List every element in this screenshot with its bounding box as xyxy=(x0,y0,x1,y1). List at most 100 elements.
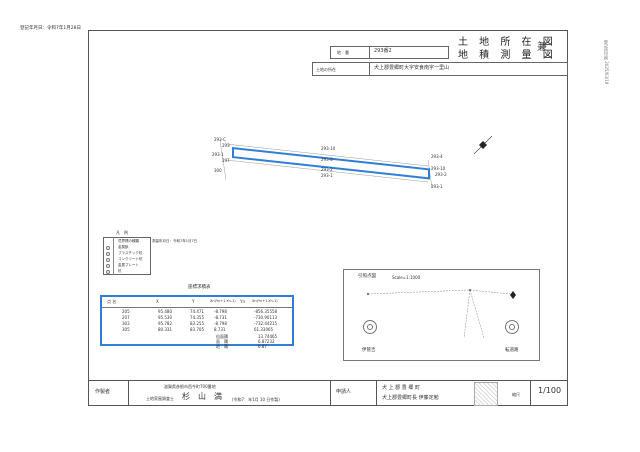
legend-header: 境界標の種類 xyxy=(118,239,139,243)
applicant-label: 申請人 xyxy=(336,389,352,395)
reference-lines-drawing xyxy=(367,289,511,339)
author-date: (令和7 年1月 10 日作製) xyxy=(232,397,280,402)
coords-cell: 95.530 xyxy=(158,315,172,320)
applicant-line2: 犬上郡豊郷町長 伊藤定勉 xyxy=(382,395,439,401)
plan-label: 297 xyxy=(222,158,230,163)
coords-cell: 303 xyxy=(122,321,130,326)
coords-cell: 205 xyxy=(122,309,130,314)
reference-diagram-frame xyxy=(343,269,540,361)
reference-marker-left-icon xyxy=(363,320,377,334)
marker-plastic-icon xyxy=(106,252,110,256)
title-line1: 土 地 所 在 図 xyxy=(458,37,557,48)
footer-divider-3 xyxy=(376,380,377,406)
legend-item: 杭 xyxy=(118,269,122,273)
survey-sheet xyxy=(88,30,568,406)
summary-label: 面 積 xyxy=(216,339,228,344)
info-location-value-cell xyxy=(369,62,568,76)
coords-header: Yn xyxy=(240,299,245,304)
coords-header-row: 点 名 X Y Xn(Yn+1-Yn-1) Yn Xn(Yn+1-Yn-1) xyxy=(102,297,292,307)
marker-concrete-icon xyxy=(106,258,110,262)
table-row: 305 80.331 83.705 8.731 61.33065 xyxy=(102,327,292,332)
lot-plan-drawing xyxy=(219,139,433,189)
info-location-value: 犬上郡豊郷町大字安食南字一里山 xyxy=(374,65,450,71)
summary-value: 6.87232 xyxy=(258,339,275,344)
coords-cell: 74.471 xyxy=(190,309,204,314)
reference-label-left: 伊管吉 xyxy=(362,348,376,353)
table-row: 303 95.782 83.255 -8.798 -732.44215 xyxy=(102,321,292,326)
table-row: 207 95.530 74.355 -8.731 -730.90113 xyxy=(102,315,292,320)
author-role: 土地家屋調査士 xyxy=(146,396,174,401)
info-lot-label-cell xyxy=(330,46,370,59)
reference-scale: Scale=1:1000 xyxy=(392,275,421,280)
info-lot-label: 地 番 xyxy=(337,50,349,55)
legend-table xyxy=(103,237,151,275)
legend-item: プラスチック杭 xyxy=(118,251,143,255)
footer-divider-2 xyxy=(330,380,331,406)
info-location-label: 土地の所在 xyxy=(316,67,336,72)
coords-header: Xn(Yn+1-Yn-1) xyxy=(210,299,236,303)
coords-title: 座標求積表 xyxy=(188,285,211,290)
north-arrow-small-icon xyxy=(510,291,516,299)
legend-title: 凡 例 xyxy=(116,230,128,235)
plan-label: 293-1 xyxy=(321,173,333,178)
coords-cell: 83.255 xyxy=(190,321,204,326)
title-combined: 兼 xyxy=(537,42,547,53)
coords-header: X xyxy=(156,299,159,304)
coords-cell: -732.44215 xyxy=(254,321,278,326)
registration-date: 登記年月日：令和7年1月28日 xyxy=(20,26,81,31)
coords-cell: -8.798 xyxy=(214,309,227,314)
summary-value: 13.74465 xyxy=(258,334,278,339)
plan-label: 293-10 xyxy=(431,166,446,171)
reference-marker-right-icon xyxy=(505,320,519,334)
author-name: 杉 山 満 xyxy=(182,392,222,401)
coords-cell: 74.355 xyxy=(190,315,204,320)
marker-stake-icon xyxy=(106,270,110,274)
reference-label-right: 転道路 xyxy=(505,348,519,353)
footer-divider-1 xyxy=(128,380,129,406)
legend-item: 金属プレート xyxy=(118,263,139,267)
summary-value: 6.87 xyxy=(258,344,267,349)
marker-plate-icon xyxy=(106,264,110,268)
legend-divider xyxy=(113,237,114,275)
applicant-line1: 犬 上 郡 豊 郷 町 xyxy=(382,385,420,391)
reference-title: 引照点図 xyxy=(358,274,376,279)
north-arrow-icon xyxy=(473,135,493,155)
coords-cell: 83.705 xyxy=(190,327,204,332)
coords-cell: 207 xyxy=(122,315,130,320)
plan-label: 293-4 xyxy=(431,154,443,159)
table-row: 205 95.480 74.471 -8.798 -856.35558 xyxy=(102,309,292,314)
coords-header: 点 名 xyxy=(107,299,117,304)
plan-label: 300 xyxy=(214,168,222,173)
legend-item: 金属鋲 xyxy=(118,245,129,249)
plan-label: 293-8 xyxy=(321,157,333,162)
coords-cell: -730.90113 xyxy=(254,315,278,320)
coords-header: Y xyxy=(192,299,195,304)
summary-label: 地 積 xyxy=(216,344,228,349)
survey-date: 測量年月日：令和7年1月7日 xyxy=(152,239,198,243)
coords-cell: 80.331 xyxy=(158,327,172,332)
coords-cell: 305 xyxy=(122,327,130,332)
reference-marker-right-inner-icon xyxy=(509,324,515,330)
coords-cell: 95.782 xyxy=(158,321,172,326)
author-label: 作製者 xyxy=(95,389,111,395)
coords-table-highlight xyxy=(100,295,294,346)
plan-label: 293-C xyxy=(214,137,226,142)
scale-label: 縮尺 xyxy=(512,392,520,397)
coords-cell: 95.480 xyxy=(158,309,172,314)
plan-label: 293-2 xyxy=(321,167,333,172)
legend-item: コンクリート杭 xyxy=(118,257,143,261)
info-lot-value-cell xyxy=(369,46,449,59)
footer-top-line xyxy=(88,380,568,381)
coords-cell: -856.35558 xyxy=(254,309,278,314)
print-stamp-vertical: 登記所印刷 2025/03/19 xyxy=(604,40,609,85)
coords-cell: 8.731 xyxy=(214,327,226,332)
coords-header-divider xyxy=(102,307,292,308)
coords-cell: -8.798 xyxy=(214,321,227,326)
footer-divider-4 xyxy=(530,380,531,406)
marker-metal-icon xyxy=(106,246,110,250)
summary-label: 倍面積 xyxy=(216,334,228,339)
author-address: 滋賀県彦根市西今町700番地 xyxy=(164,384,216,389)
coords-header: Xn(Yn+1-Yn-1) xyxy=(252,299,278,303)
title-line2: 地 積 測 量 図 xyxy=(458,50,557,61)
plan-label: 293-10 xyxy=(321,146,336,151)
